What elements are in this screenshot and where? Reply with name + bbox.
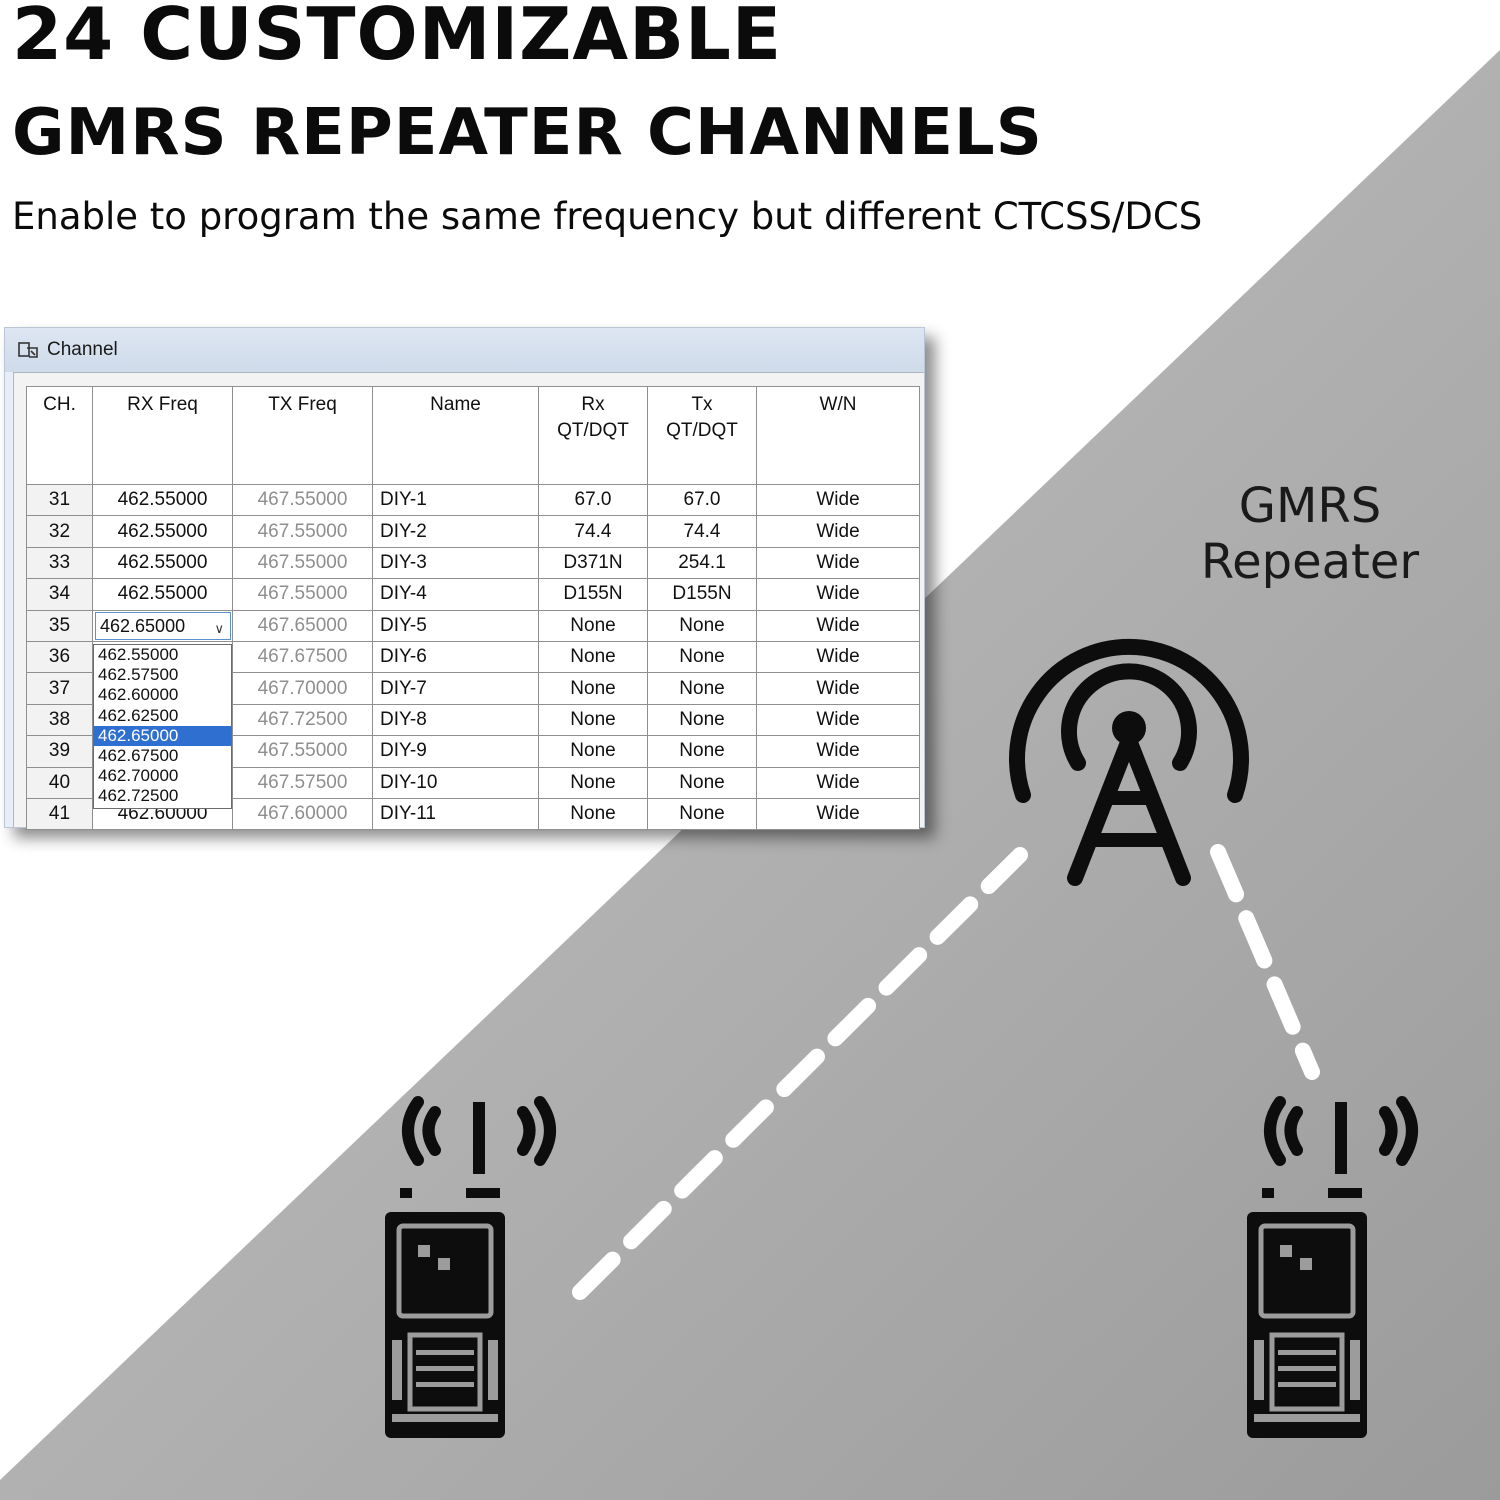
column-header-tx-freq[interactable]: TX Freq xyxy=(232,386,373,485)
cell-wn[interactable]: Wide xyxy=(756,483,920,517)
link-left-dashed xyxy=(572,847,1028,1300)
subtitle: Enable to program the same frequency but… xyxy=(12,195,1203,238)
cell-ch[interactable]: 36 xyxy=(26,640,93,674)
dropdown-option[interactable]: 462.60000 xyxy=(98,685,179,705)
cell-ch[interactable]: 39 xyxy=(26,735,93,768)
cell-rx-qt[interactable]: None xyxy=(538,640,648,674)
window-title-bar: Channel xyxy=(5,328,924,372)
combobox-value: 462.65000 xyxy=(100,615,186,636)
cell-name[interactable]: DIY-11 xyxy=(372,797,539,831)
repeater-label-line-1: GMRS xyxy=(1238,478,1382,534)
cell-wn[interactable]: Wide xyxy=(756,640,920,674)
headline-line-2: GMRS REPEATER CHANNELS xyxy=(12,96,1043,170)
cell-tx-freq[interactable]: 467.55000 xyxy=(232,515,373,548)
dropdown-option[interactable]: 462.55000 xyxy=(98,645,179,664)
cell-ch[interactable]: 38 xyxy=(26,703,93,737)
cell-tx-freq[interactable]: 467.57500 xyxy=(232,766,373,799)
headline-line-1: 24 CUSTOMIZABLE xyxy=(12,0,783,76)
cell-rx-qt[interactable]: None xyxy=(538,703,648,737)
dropdown-option[interactable]: 462.67500 xyxy=(98,745,179,765)
column-header-rx-qt[interactable]: Rx QT/DQT xyxy=(538,386,648,485)
cell-rx-qt[interactable]: None xyxy=(538,735,648,768)
cell-tx-qt[interactable]: None xyxy=(647,766,757,799)
cell-wn[interactable]: Wide xyxy=(756,546,920,580)
cell-tx-freq[interactable]: 467.55000 xyxy=(232,578,373,611)
dropdown-option[interactable]: 462.65000 xyxy=(94,725,231,746)
repeater-label-line-2: Repeater xyxy=(1200,534,1420,590)
cell-tx-freq[interactable]: 467.70000 xyxy=(232,672,373,705)
cell-tx-freq[interactable]: 467.60000 xyxy=(232,797,373,831)
chevron-down-icon[interactable]: ∨ xyxy=(214,620,224,636)
cell-name[interactable]: DIY-5 xyxy=(372,609,539,642)
cell-name[interactable]: DIY-9 xyxy=(372,735,539,768)
cell-name[interactable]: DIY-1 xyxy=(372,483,539,517)
window-title: Channel xyxy=(47,339,118,360)
channel-table: CH. RX Freq TX Freq Name Rx QT/DQT Tx QT… xyxy=(26,386,920,831)
column-header-wn[interactable]: W/N xyxy=(756,386,920,485)
cell-ch[interactable]: 32 xyxy=(26,515,93,548)
cell-name[interactable]: DIY-4 xyxy=(372,578,539,611)
cell-rx-qt[interactable]: None xyxy=(538,609,648,642)
cell-rx-freq[interactable]: 462.65000 ∨ xyxy=(92,609,233,642)
cell-wn[interactable]: Wide xyxy=(756,766,920,799)
column-header-tx-qt[interactable]: Tx QT/DQT xyxy=(647,386,757,485)
radio-right-icon xyxy=(1247,1102,1412,1438)
cell-ch[interactable]: 40 xyxy=(26,766,93,799)
cell-tx-qt[interactable]: 254.1 xyxy=(647,546,757,580)
rx-freq-combobox[interactable]: 462.65000 ∨ xyxy=(95,611,231,640)
cell-tx-qt[interactable]: None xyxy=(647,735,757,768)
dropdown-option[interactable]: 462.62500 xyxy=(98,705,179,725)
column-header-rx-freq[interactable]: RX Freq xyxy=(92,386,233,485)
cell-wn[interactable]: Wide xyxy=(756,797,920,831)
cell-wn[interactable]: Wide xyxy=(756,515,920,548)
cell-tx-qt[interactable]: None xyxy=(647,609,757,642)
cell-tx-qt[interactable]: D155N xyxy=(647,578,757,611)
column-header-ch[interactable]: CH. xyxy=(26,386,93,485)
cell-wn[interactable]: Wide xyxy=(756,703,920,737)
repeater-tower-icon xyxy=(1009,638,1249,886)
cell-wn[interactable]: Wide xyxy=(756,578,920,611)
repeater-label: GMRS Repeater xyxy=(1195,478,1425,590)
cell-rx-freq[interactable]: 462.55000 xyxy=(92,483,233,517)
cell-rx-qt[interactable]: D155N xyxy=(538,578,648,611)
cell-name[interactable]: DIY-6 xyxy=(372,640,539,674)
cell-ch[interactable]: 35 xyxy=(26,609,93,642)
table-header-row: CH. RX Freq TX Freq Name Rx QT/DQT Tx QT… xyxy=(26,386,920,485)
link-right-dashed xyxy=(1210,844,1320,1080)
cell-ch[interactable]: 31 xyxy=(26,483,93,517)
cell-name[interactable]: DIY-3 xyxy=(372,546,539,580)
cell-wn[interactable]: Wide xyxy=(756,609,920,642)
cell-tx-qt[interactable]: None xyxy=(647,672,757,705)
radio-left-icon xyxy=(385,1102,550,1438)
cell-ch[interactable]: 41 xyxy=(26,797,93,831)
cell-ch[interactable]: 33 xyxy=(26,546,93,580)
cell-tx-qt[interactable]: None xyxy=(647,640,757,674)
cell-tx-freq[interactable]: 467.55000 xyxy=(232,735,373,768)
cell-rx-freq[interactable]: 462.55000 xyxy=(92,515,233,548)
cell-rx-qt[interactable]: None xyxy=(538,797,648,831)
cell-wn[interactable]: Wide xyxy=(756,672,920,705)
cell-tx-freq[interactable]: 467.72500 xyxy=(232,703,373,737)
cell-tx-freq[interactable]: 467.67500 xyxy=(232,640,373,674)
cell-name[interactable]: DIY-10 xyxy=(372,766,539,799)
cell-tx-freq[interactable]: 467.55000 xyxy=(232,483,373,517)
dropdown-option[interactable]: 462.70000 xyxy=(98,766,179,786)
cell-tx-freq[interactable]: 467.55000 xyxy=(232,546,373,580)
dropdown-option[interactable]: 462.57500 xyxy=(98,665,179,685)
dropdown-option[interactable]: 462.72500 xyxy=(98,786,179,806)
cell-name[interactable]: DIY-7 xyxy=(372,672,539,705)
channel-window-icon xyxy=(18,342,38,358)
